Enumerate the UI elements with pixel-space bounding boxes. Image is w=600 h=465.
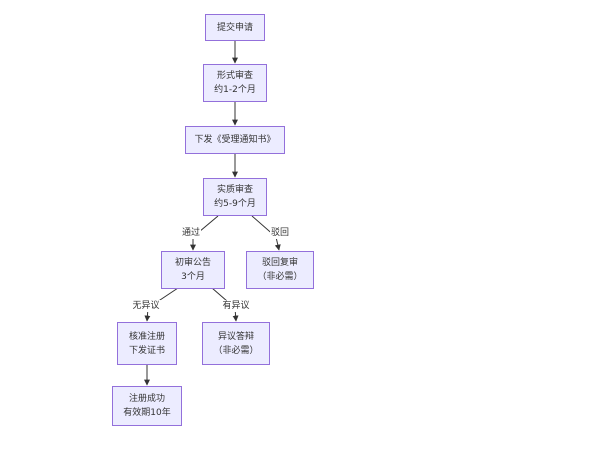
edge-label-reject: 驳回 (269, 227, 291, 239)
node-substantive-review: 实质审查 约5-9个月 (203, 178, 267, 216)
node-prelim-duration: 3个月 (181, 272, 205, 282)
node-registration-success: 注册成功 有效期10年 (112, 386, 182, 426)
node-formal-duration: 约1-2个月 (214, 85, 256, 95)
node-rejection-review: 驳回复审 （非必需） (246, 251, 314, 289)
node-formal-label: 形式审查 (216, 71, 253, 81)
node-prelim-label: 初审公告 (174, 258, 211, 268)
node-preliminary-announcement: 初审公告 3个月 (161, 251, 225, 289)
node-objreply-label: 异议答辩 (217, 331, 254, 342)
node-submit-label: 提交申请 (216, 22, 253, 33)
node-subst-duration: 约5-9个月 (214, 199, 256, 209)
node-notice-label: 下发《受理通知书》 (194, 135, 276, 145)
node-approve-cert: 下发证书 (128, 345, 165, 356)
node-reject-note: （非必需） (257, 272, 303, 282)
node-subst-label: 实质审查 (216, 185, 253, 195)
node-approve-label: 核准注册 (128, 331, 165, 342)
node-acceptance-notice: 下发《受理通知书》 (185, 126, 285, 154)
node-success-validity: 有效期10年 (123, 408, 171, 418)
node-approve-registration: 核准注册 下发证书 (117, 322, 177, 365)
node-objection-reply: 异议答辩 （非必需） (202, 322, 270, 365)
node-submit-application: 提交申请 (205, 14, 265, 41)
node-objreply-note: （非必需） (213, 345, 259, 356)
node-formal-review: 形式审查 约1-2个月 (203, 64, 267, 102)
node-success-label: 注册成功 (128, 394, 165, 404)
edge-label-no-objection: 无异议 (131, 300, 161, 312)
node-reject-label: 驳回复审 (261, 258, 298, 268)
edge-label-objection: 有异议 (221, 300, 251, 312)
edge-label-pass: 通过 (180, 227, 202, 239)
